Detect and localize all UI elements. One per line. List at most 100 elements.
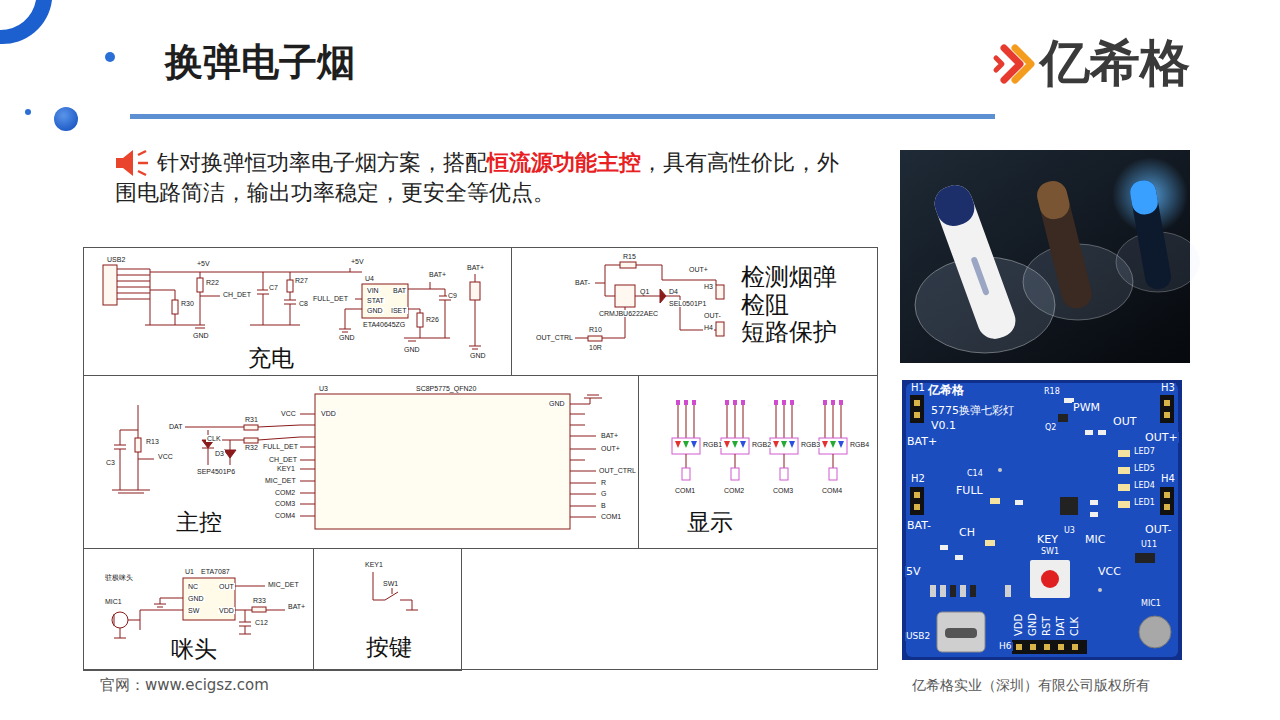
net-label: R	[600, 479, 607, 486]
mcu-schematic	[112, 394, 602, 529]
net-label: R31	[244, 416, 259, 423]
net-label: STAT	[366, 297, 385, 304]
net-label: H3	[703, 283, 714, 290]
pcb-silkscreen: H3	[1160, 383, 1176, 393]
pcb-pin-name: VDD	[1014, 614, 1024, 636]
pcb-silkscreen: VCC	[1097, 566, 1122, 577]
panel-caption: 检测烟弹 检阻 短路保护	[741, 264, 844, 347]
net-label: GND	[366, 307, 384, 314]
net-label: CH_DET	[268, 456, 298, 463]
net-label: BAT+	[600, 432, 619, 439]
charging-schematic	[103, 265, 481, 349]
pcb-silkscreen: R18	[1043, 388, 1061, 396]
schematic-frame	[84, 248, 878, 670]
net-label: OUT+	[688, 266, 709, 273]
mic-schematic	[112, 578, 285, 638]
net-label: SEL0501P1	[668, 300, 707, 307]
net-label: R33	[252, 597, 267, 604]
pcb-silkscreen: LED4	[1133, 482, 1156, 490]
net-label: CRMJBU6222AEC	[598, 310, 659, 317]
net-label: FULL_DET	[312, 295, 349, 302]
panel-caption: 按键	[366, 634, 412, 660]
pcb-silkscreen: C14	[966, 470, 984, 478]
pcb-silkscreen: H6	[998, 642, 1013, 651]
net-label: MIC_DET	[264, 477, 297, 484]
net-label: C9	[447, 292, 458, 299]
net-label: VIN	[366, 287, 380, 294]
pcb-pin-name: CLK	[1070, 617, 1080, 636]
speaker-icon	[116, 150, 148, 176]
net-label: SEP4501P6	[196, 468, 236, 475]
net-label: VDD	[218, 607, 235, 614]
net-label: COM2	[274, 489, 296, 496]
net-label: R10	[588, 326, 603, 333]
net-label: COM1	[674, 487, 696, 494]
net-label: BAT+	[428, 271, 447, 278]
pcb-silkscreen: MIC1	[1140, 600, 1162, 608]
net-label: OUT+	[600, 445, 621, 452]
net-label: Q1	[639, 288, 650, 295]
net-label: VCC	[280, 410, 297, 417]
pcb-silkscreen: LED7	[1133, 448, 1156, 456]
net-label: GND	[403, 346, 421, 353]
net-label: GND	[187, 595, 205, 602]
pcb-silkscreen: OUT+	[1144, 432, 1179, 443]
net-label: MIC1	[104, 598, 123, 605]
net-label: U4	[364, 275, 375, 282]
pcb-silkscreen: USB2	[905, 632, 931, 641]
net-label: CH_DET	[222, 291, 252, 298]
net-label: OUT_CTRL	[598, 467, 637, 474]
pcb-silkscreen: H4	[1160, 474, 1176, 484]
net-label: NC	[187, 583, 199, 590]
pcb-silkscreen: CH	[958, 527, 976, 538]
net-label: KEY1	[364, 561, 384, 568]
panel-caption: 充电	[248, 345, 294, 371]
net-label: R15	[622, 253, 637, 260]
net-label: C3	[105, 459, 116, 466]
net-label: SC8P5775_QFN20	[415, 385, 477, 392]
slide-title: 换弹电子烟	[165, 42, 355, 84]
pcb-silkscreen: PWM	[1072, 402, 1101, 413]
net-label: MIC_DET	[267, 581, 300, 588]
net-label: BAT+	[287, 603, 306, 610]
pcb-pin-name: GND	[1028, 613, 1038, 636]
net-label: C8	[298, 300, 309, 307]
detection-schematic	[575, 262, 724, 341]
pcb-silkscreen: 5775换弹七彩灯	[930, 405, 1015, 416]
schematic-panel: 按键	[313, 548, 462, 671]
net-label: R30	[180, 300, 195, 307]
net-label: R13	[145, 438, 160, 445]
net-label: G	[600, 490, 607, 497]
intro-paragraph: 针对换弹恒功率电子烟方案，搭配恒流源功能主控，具有高性价比，外围电路简洁，输出功…	[115, 148, 840, 208]
net-label: FULL_DET	[262, 443, 299, 450]
pcb-silkscreen: Q2	[1044, 424, 1057, 432]
net-label: COM4	[821, 487, 843, 494]
pcb-logo: 亿希格	[928, 384, 964, 396]
net-label: DAT	[168, 423, 183, 430]
net-label: B	[600, 502, 607, 509]
net-label: GND	[338, 334, 356, 341]
net-label: CLK	[206, 435, 222, 442]
net-label: BAT-	[574, 279, 591, 286]
net-label: COM3	[772, 487, 794, 494]
net-label: BAT	[392, 287, 407, 294]
net-label: SW1	[382, 580, 399, 587]
net-label: ETA7087	[200, 568, 231, 575]
pcb-silkscreen: 5V	[905, 566, 922, 577]
net-label: U1	[184, 568, 195, 575]
pcb-silkscreen: OUT-	[1144, 524, 1172, 535]
product-photo	[900, 150, 1200, 363]
pcb-silkscreen: LED5	[1133, 465, 1156, 473]
pcb-silkscreen: LED1	[1133, 499, 1156, 507]
net-label: GND	[548, 400, 566, 407]
net-label: U3	[318, 385, 329, 392]
pcb-silkscreen: OUT	[1112, 416, 1137, 427]
highlight-text: 恒流源功能主控	[487, 150, 641, 175]
net-label: RGB3	[800, 441, 821, 448]
pcb-silkscreen: U3	[1063, 527, 1076, 535]
pcb-silkscreen: SW1	[1040, 548, 1060, 556]
pcb-silkscreen: MIC	[1084, 534, 1106, 545]
net-label: +5V	[196, 260, 211, 267]
net-label: 驻极咪头	[104, 574, 134, 581]
net-label: OUT_CTRL	[535, 334, 574, 341]
